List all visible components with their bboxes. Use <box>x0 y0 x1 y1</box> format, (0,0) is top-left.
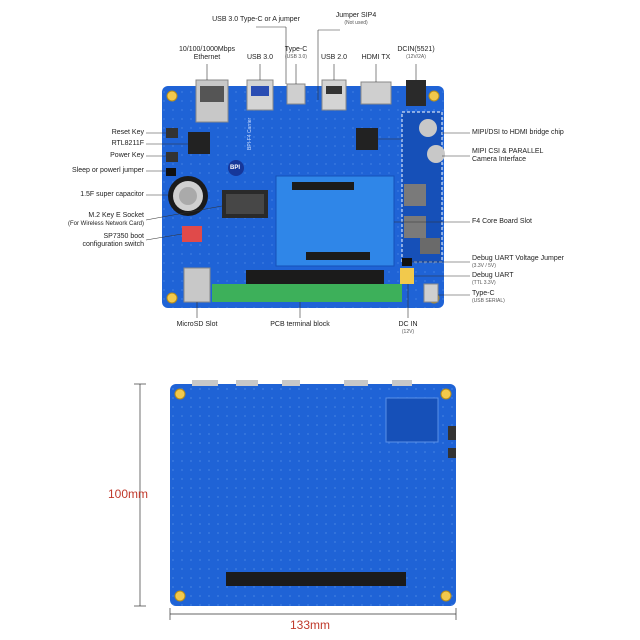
mipi-dsi-label: MIPI/DSI to HDMI bridge chip <box>472 129 564 136</box>
mipi-csi-label: MIPI CSI & PARALLEL Camera Interface <box>472 148 544 163</box>
reset-key <box>166 128 178 138</box>
hdmi-tx-label: HDMI TX <box>361 54 391 61</box>
bpi-logo-text: BPI <box>230 165 241 171</box>
typec-port <box>286 83 306 105</box>
boot-switch <box>182 226 202 242</box>
typec-label: Type-C (USB 3.0) <box>284 46 308 60</box>
power-key <box>166 152 178 162</box>
debug-uart-header <box>400 268 414 284</box>
debug-jumper-label: Debug UART Voltage Jumper (3.3V / 5V) <box>472 255 564 269</box>
dcin-label: DCIN(5521) (12V/2A) <box>397 46 435 60</box>
back-board <box>170 380 456 606</box>
usb20-port <box>321 79 347 111</box>
dcin-jack <box>406 80 426 106</box>
debug-uart-jumper <box>402 258 412 266</box>
pcb-terminal-label: PCB terminal block <box>270 321 330 328</box>
dimension-lines <box>134 383 457 620</box>
sleep-jumper <box>166 168 176 176</box>
height-dimension-label: 100mm <box>108 487 149 501</box>
board-model-text: BPI-F4 Carrier <box>247 117 253 150</box>
usb30-label: USB 3.0 <box>246 54 274 61</box>
rtl8211f-chip <box>188 132 210 154</box>
leader-lines <box>145 26 470 318</box>
usb3-typec-jumper-label: USB 3.0 Type-C or A jumper <box>212 16 300 23</box>
ethernet-label: 10/100/1000Mbps Ethernet <box>178 46 236 61</box>
mounting-hole <box>166 90 178 102</box>
debug-uart-label: Debug UART (TTL 3.3V) <box>472 272 514 286</box>
bpi-logo <box>228 160 244 176</box>
core-board-slot <box>275 175 395 267</box>
microsd-slot <box>183 267 211 303</box>
mounting-hole <box>166 292 178 304</box>
reset-key-label: Reset Key <box>111 129 144 136</box>
m2-socket-label: M.2 Key E Socket (For Wireless Network C… <box>67 212 144 227</box>
typec-serial-label: Type-C (USB SERIAL) <box>472 290 505 304</box>
width-dimension-label: 133mm <box>290 618 331 632</box>
super-capacitor-label: 1.5F super capacitor <box>80 191 144 198</box>
microsd-label: MicroSD Slot <box>176 321 218 328</box>
jumper-sip4-label: Jumper SIP4 (Not used) <box>335 12 377 26</box>
typec-serial-port <box>423 283 439 303</box>
dc-in-label: DC IN (12V) <box>398 321 418 335</box>
mounting-hole <box>428 90 440 102</box>
sleep-jumper-label: Sleep or powerl jumper <box>72 167 144 174</box>
boot-switch-label: SP7350 boot configuration switch <box>82 233 144 248</box>
front-board <box>162 79 445 308</box>
mipi-bridge-chip <box>356 128 378 150</box>
rtl8211f-label: RTL8211F <box>111 140 144 147</box>
f4-slot-label: F4 Core Board Slot <box>472 218 532 225</box>
power-key-label: Power Key <box>110 152 144 159</box>
hdmi-port <box>360 81 392 105</box>
usb20-label: USB 2.0 <box>320 54 348 61</box>
pcb-terminal-block <box>212 284 402 302</box>
